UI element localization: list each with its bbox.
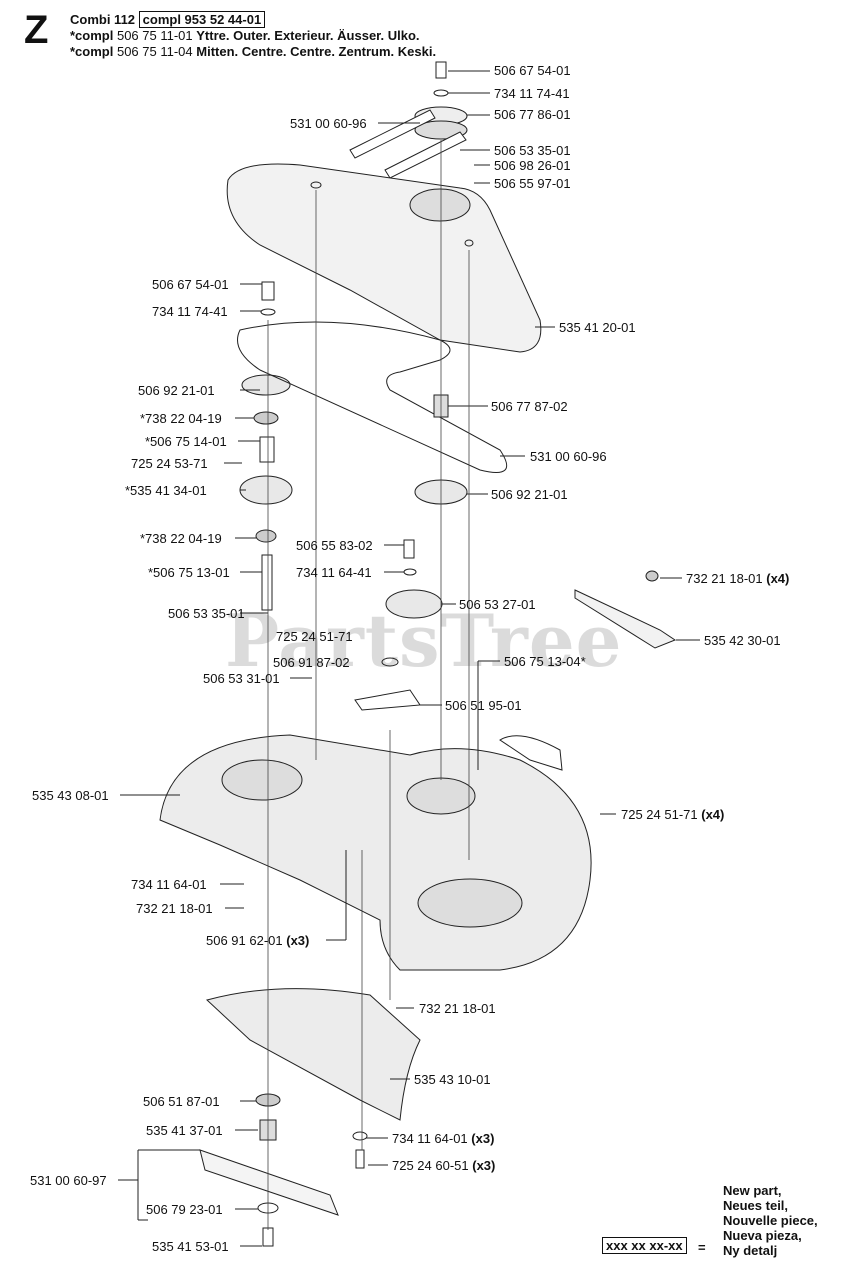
top-bolt [435,61,447,79]
label-732-21-18-01: 732 21 18-01 (x4) [686,571,789,586]
model-name: Combi 112 [70,12,136,27]
label-725-24-60-51-qty: (x3) [472,1158,496,1173]
label-535-41-53-01: 535 41 53-01 [152,1239,229,1254]
label-738-22-04-19: *738 22 04-19 [140,411,222,426]
label-734-11-74-41-b: 734 11 74-41 [152,304,228,319]
legend-line-3: Nouvelle piece, [723,1213,818,1228]
label-725-24-51-71: 725 24 51-71 [276,629,353,644]
label-506-51-95-01: 506 51 95-01 [445,698,522,713]
drive-belt [237,321,508,473]
label-535-43-10-01: 535 43 10-01 [414,1072,491,1087]
idler-pulley [385,589,443,619]
label-734-11-64-01-b-number: 734 11 64-01 [392,1131,468,1146]
label-535-43-08-01: 535 43 08-01 [32,788,109,803]
top-belt-b [384,131,467,179]
label-734-11-64-41: 734 11 64-41 [296,565,372,580]
label-506-75-14-01: *506 75 14-01 [145,434,227,449]
label-725-24-60-51-number: 725 24 60-51 [392,1158,469,1173]
label-506-67-54-01: 506 67 54-01 [494,63,571,78]
label-732-21-18-01-c: 732 21 18-01 [419,1001,496,1016]
label-506-91-62-01-qty: (x3) [286,933,310,948]
label-506-91-62-01: 506 91 62-01 (x3) [206,933,309,948]
label-732-21-18-01-qty: (x4) [766,571,790,586]
new-part-legend: New part, Neues teil, Nouvelle piece, Nu… [723,1183,818,1258]
label-734-11-64-01-b: 734 11 64-01 (x3) [392,1131,494,1146]
label-531-00-60-96: 531 00 60-96 [290,116,367,131]
label-506-53-31-01: 506 53 31-01 [203,671,280,686]
label-506-55-83-02: 506 55 83-02 [296,538,373,553]
label-506-98-26-01: 506 98 26-01 [494,158,571,173]
compl-number: compl 953 52 44-01 [138,11,266,28]
label-506-53-35-01: 506 53 35-01 [494,143,571,158]
lower-housing [206,988,421,1121]
label-506-92-21-01-b: 506 92 21-01 [491,487,568,502]
label-506-77-86-01: 506 77 86-01 [494,107,571,122]
section-letter: Z [24,8,49,52]
cutter-blade [199,1149,339,1216]
legend-equals: = [698,1240,706,1255]
label-725-24-60-51: 725 24 60-51 (x3) [392,1158,495,1173]
label-725-24-51-71-b: 725 24 51-71 (x4) [621,807,724,822]
label-734-11-64-01-b-qty: (x3) [471,1131,495,1146]
line3-text: Mitten. Centre. Centre. Zentrum. Keski. [196,44,437,59]
label-535-41-20-01: 535 41 20-01 [559,320,636,335]
label-506-53-27-01: 506 53 27-01 [459,597,536,612]
label-506-53-35-01-b: 506 53 35-01 [168,606,245,621]
label-725-24-53-71: 725 24 53-71 [131,456,208,471]
label-725-24-51-71-b-number: 725 24 51-71 [621,807,698,822]
legend-line-5: Ny detalj [723,1243,778,1258]
label-506-75-13-04: 506 75 13-04* [504,654,586,669]
legend-line-1: New part, [723,1183,782,1198]
label-506-79-23-01: 506 79 23-01 [146,1202,223,1217]
line3-number: 506 75 11-04 [116,44,193,59]
legend-line-4: Nueva pieza, [723,1228,802,1243]
label-506-67-54-01-b: 506 67 54-01 [152,277,229,292]
arm-bracket [574,589,677,649]
label-732-21-18-01-number: 732 21 18-01 [686,571,763,586]
label-506-75-13-01: *506 75 13-01 [148,565,230,580]
label-535-41-37-01: 535 41 37-01 [146,1123,223,1138]
label-734-11-64-01: 734 11 64-01 [131,877,207,892]
line2-text: Yttre. Outer. Exterieur. Äusser. Ulko. [196,28,420,43]
line2-prefix: *compl [70,28,114,43]
label-732-21-18-01-b: 732 21 18-01 [136,901,213,916]
label-531-00-60-97: 531 00 60-97 [30,1173,107,1188]
legend-part-box: xxx xx xx-xx [602,1237,687,1254]
legend-line-2: Neues teil, [723,1198,789,1213]
label-535-41-34-01: *535 41 34-01 [125,483,207,498]
left-pulley [241,374,291,396]
label-506-91-87-02: 506 91 87-02 [273,655,350,670]
label-506-91-62-01-number: 506 91 62-01 [206,933,283,948]
diagram-header: Combi 112 compl 953 52 44-01 *compl 506 … [70,11,437,60]
top-washer [433,89,449,97]
line2-number: 506 75 11-01 [116,28,193,43]
label-535-42-30-01: 535 42 30-01 [704,633,781,648]
label-738-22-04-19-b: *738 22 04-19 [140,531,222,546]
label-506-77-87-02: 506 77 87-02 [491,399,568,414]
label-531-00-60-96-b: 531 00 60-96 [530,449,607,464]
line3-prefix: *compl [70,44,114,59]
label-506-92-21-01: 506 92 21-01 [138,383,215,398]
left-spindle-housing [239,475,293,505]
label-506-51-87-01: 506 51 87-01 [143,1094,220,1109]
label-506-55-97-01: 506 55 97-01 [494,176,571,191]
label-734-11-74-41: 734 11 74-41 [494,86,570,101]
label-725-24-51-71-b-qty: (x4) [701,807,725,822]
